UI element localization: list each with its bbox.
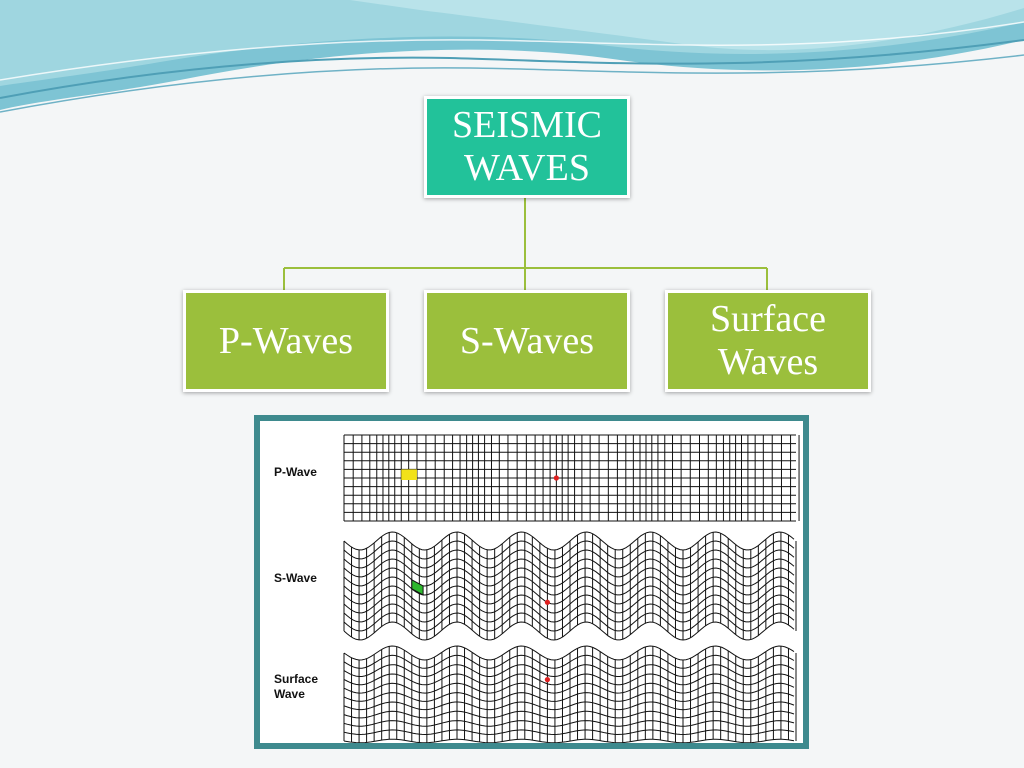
surface-wave-grid xyxy=(343,645,797,743)
s-wave-highlight-cell xyxy=(411,578,424,596)
s-wave-grid xyxy=(343,531,797,641)
child-node-surface-waves: Surface Waves xyxy=(665,290,871,392)
wave-illustration-figure: P-Wave S-Wave Surface Wave xyxy=(254,415,809,749)
child-node-label: Surface Waves xyxy=(709,298,827,383)
child-node-label: S-Waves xyxy=(459,319,595,362)
p-wave-grid xyxy=(343,434,800,522)
root-node-seismic-waves: SEISMIC WAVES xyxy=(424,96,630,198)
root-node-label: SEISMIC WAVES xyxy=(452,104,602,189)
wave-illustration-panel: P-Wave S-Wave Surface Wave xyxy=(260,421,803,743)
row-label-s-wave: S-Wave xyxy=(274,571,317,585)
p-wave-highlight-cell xyxy=(401,469,417,480)
p-wave-marker xyxy=(553,475,559,481)
child-node-s-waves: S-Waves xyxy=(424,290,630,392)
child-node-label: P-Waves xyxy=(218,319,354,362)
row-label-surface-wave: Surface Wave xyxy=(274,672,319,701)
surface-wave-marker xyxy=(544,677,550,683)
row-label-p-wave: P-Wave xyxy=(274,465,317,479)
child-node-p-waves: P-Waves xyxy=(183,290,389,392)
wave-grids xyxy=(343,434,800,743)
header-wave-decoration xyxy=(0,0,1024,113)
s-wave-marker xyxy=(544,599,550,605)
